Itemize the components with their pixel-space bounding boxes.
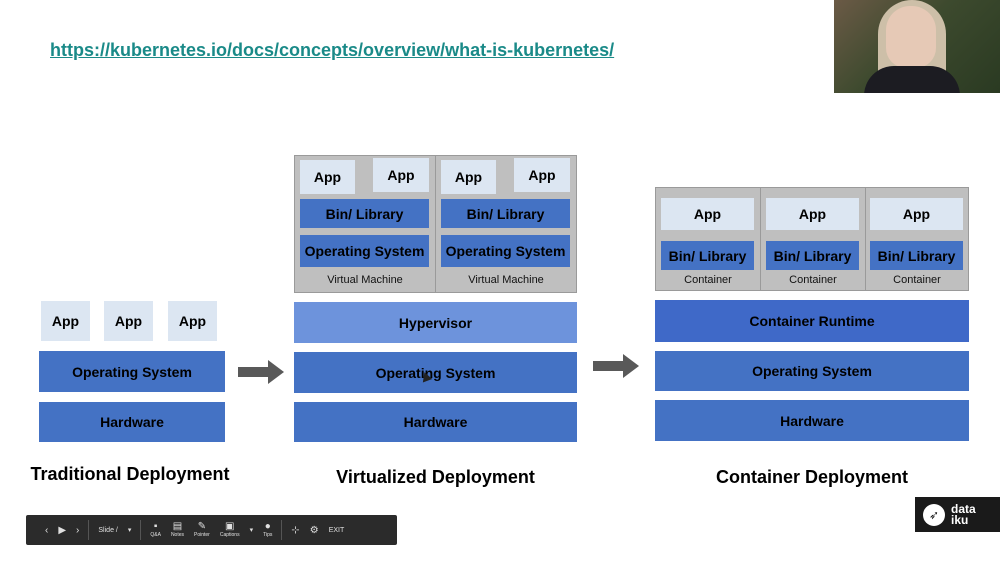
qa-label: Q&A [150, 532, 161, 538]
kubernetes-docs-link[interactable]: https://kubernetes.io/docs/concepts/over… [50, 40, 615, 60]
vm2-label: Virtual Machine [468, 274, 544, 286]
exit-button[interactable]: EXIT [324, 515, 350, 545]
play-icon: ▶ [58, 524, 67, 536]
presentation-toolbar: ‹ ▶ › Slide / ▾ ▪ Q&A ▤ Notes ✎ Pointer … [26, 515, 397, 545]
caret-down-icon: ▾ [249, 526, 254, 534]
pointer-label: Pointer [194, 532, 210, 538]
container2-label: Container [789, 274, 837, 286]
traditional-caption: Traditional Deployment [30, 464, 230, 484]
presenter-webcam [834, 0, 1000, 93]
vm1-app-1: App [300, 160, 355, 194]
tips-label: Tips [263, 532, 273, 538]
toolbar-divider [281, 520, 283, 540]
container-os: Operating System [655, 351, 969, 391]
gear-icon: ⚙ [309, 524, 319, 536]
vm1-bin-library: Bin/ Library [300, 199, 429, 228]
container3-app: App [870, 198, 963, 230]
container-caption: Container Deployment [715, 467, 909, 487]
vm2-app-1: App [441, 160, 496, 194]
traditional-app-2: App [104, 301, 153, 341]
vm2-bin-library: Bin/ Library [441, 199, 570, 228]
slide-selector-label: Slide / [98, 526, 118, 534]
container2-bin-library: Bin/ Library [766, 241, 859, 270]
qa-button[interactable]: ▪ Q&A [145, 515, 166, 545]
toolbar-divider [140, 520, 142, 540]
tips-button[interactable]: ● Tips [258, 515, 277, 545]
captions-icon: ▣ [224, 521, 235, 532]
fullscreen-exit-icon: ⊹ [291, 524, 300, 536]
exit-fullscreen-button[interactable]: ⊹ [286, 515, 304, 545]
logo-line-1: data [951, 501, 976, 516]
vm1-label: Virtual Machine [327, 274, 403, 286]
captions-dropdown[interactable]: ▾ [245, 515, 259, 545]
virtualized-hardware: Hardware [294, 402, 577, 442]
container2-app: App [766, 198, 859, 230]
presenter-face [886, 6, 936, 68]
arrow-right-icon [238, 360, 284, 384]
next-slide-button[interactable]: › [71, 515, 84, 545]
traditional-app-1: App [41, 301, 90, 341]
vm2-app-2: App [514, 158, 570, 192]
vm1-app-2: App [373, 158, 429, 192]
container1-bin-library: Bin/ Library [661, 241, 754, 270]
dataiku-logo: ➶ data iku [915, 497, 1000, 532]
pointer-button[interactable]: ✎ Pointer [189, 515, 215, 545]
pointer-icon: ✎ [197, 521, 207, 532]
traditional-hardware: Hardware [39, 402, 225, 442]
chevron-left-icon: ‹ [45, 524, 49, 536]
notes-icon: ▤ [172, 521, 183, 532]
info-icon: ● [264, 521, 271, 532]
virtualized-os: Operating System [294, 352, 577, 393]
captions-button[interactable]: ▣ Captions [215, 515, 245, 545]
bird-icon: ➶ [923, 503, 945, 526]
container1-app: App [661, 198, 754, 230]
settings-button[interactable]: ⚙ [305, 515, 324, 545]
chevron-right-icon: › [76, 524, 80, 536]
arrow-right-icon [593, 354, 639, 378]
chat-icon: ▪ [153, 521, 158, 532]
vm2-os: Operating System [441, 235, 570, 267]
vm1-os: Operating System [300, 235, 429, 267]
exit-label: EXIT [328, 526, 345, 534]
container1-label: Container [684, 274, 732, 286]
notes-button[interactable]: ▤ Notes [166, 515, 189, 545]
previous-slide-button[interactable]: ‹ [40, 515, 53, 545]
play-button[interactable]: ▶ [53, 515, 71, 545]
traditional-os: Operating System [39, 351, 225, 392]
hypervisor: Hypervisor [294, 302, 577, 343]
virtualized-caption: Virtualized Deployment [336, 467, 535, 487]
traditional-app-3: App [168, 301, 217, 341]
container-runtime: Container Runtime [655, 300, 969, 342]
toolbar-divider [88, 520, 90, 540]
captions-label: Captions [219, 532, 240, 538]
logo-line-2: iku [951, 512, 969, 527]
presenter-shirt [864, 66, 960, 93]
container-hardware: Hardware [655, 400, 969, 441]
caret-down-icon: ▾ [127, 527, 132, 534]
slide-selector[interactable]: Slide / ▾ [93, 515, 136, 545]
container3-bin-library: Bin/ Library [870, 241, 963, 270]
notes-label: Notes [170, 532, 184, 538]
container3-label: Container [893, 274, 941, 286]
